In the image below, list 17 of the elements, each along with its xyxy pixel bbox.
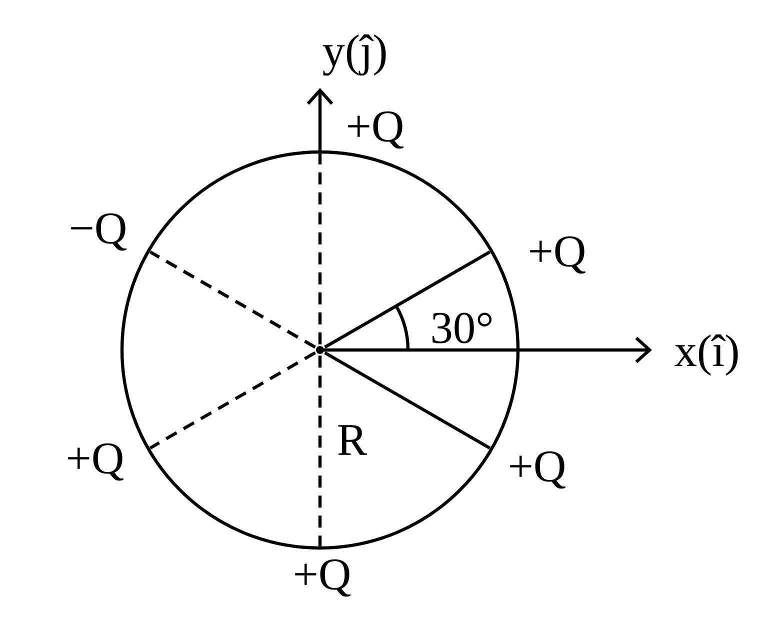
dashed-line [149,351,316,450]
charge-label: +Q [510,451,566,489]
charge-label: +Q [348,111,404,149]
axis-label: y(ĵ) [322,34,386,76]
dashed-line [318,154,322,344]
axis-label: x(î) [674,334,738,376]
charge-label: +Q [530,236,586,274]
radius-line [324,351,491,450]
charge-label: +Q [295,559,350,597]
center-dot [316,346,324,354]
charge-label: −Q [71,213,126,251]
dashed-line [149,250,316,349]
radius-label: R [338,425,368,455]
radius-line [324,250,491,349]
charge-label: +Q [68,443,124,481]
angle-label: 30° [432,312,492,344]
dashed-line [318,356,322,546]
